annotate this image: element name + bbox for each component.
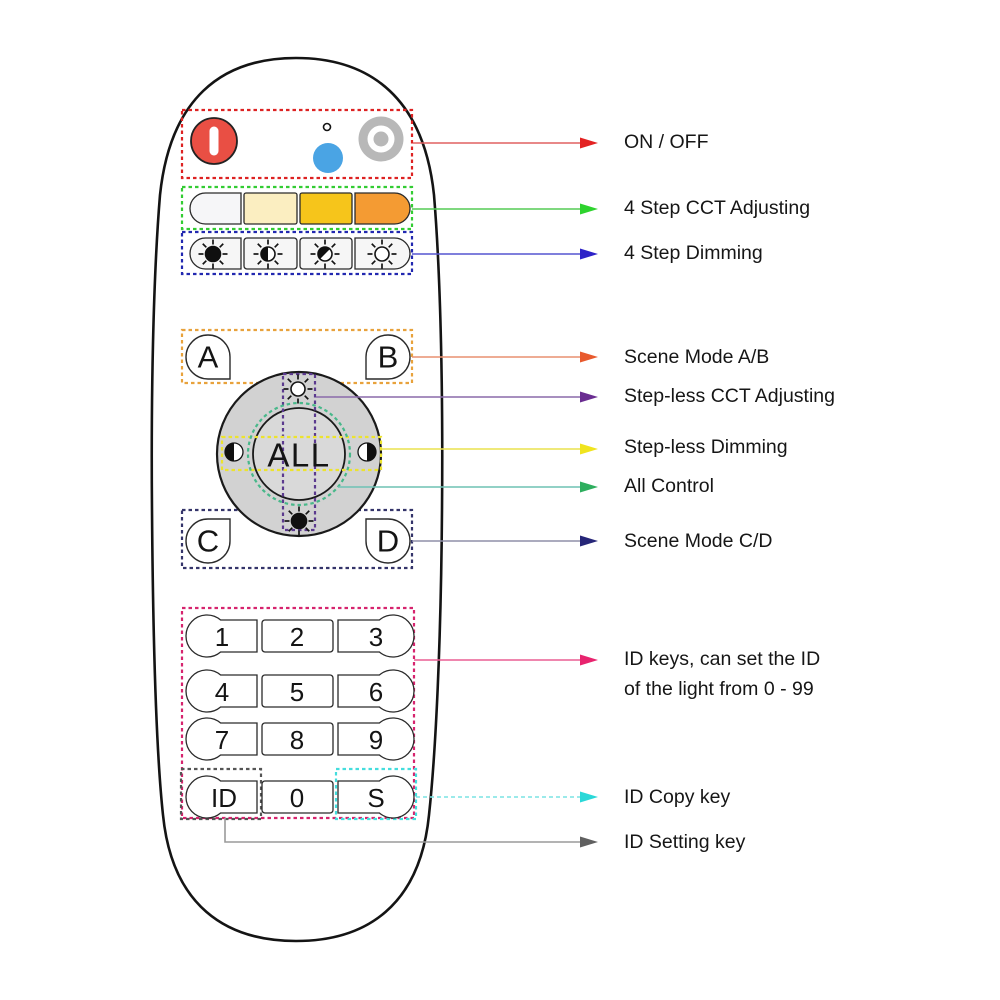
highlight-box-stepless-cct [281, 372, 317, 532]
key-9[interactable] [337, 717, 415, 761]
highlight-box-id-setting [179, 767, 263, 821]
annotation-label-dimming: 4 Step Dimming [624, 242, 763, 265]
highlight-box-stepless-dimming [220, 435, 383, 472]
annotation-label-stepless-dimming: Step-less Dimming [624, 436, 788, 459]
annotation-arrow-scene-ab [580, 351, 598, 363]
all-label: ALL [267, 437, 330, 474]
ring-moon-left-icon [224, 442, 244, 462]
annotation-label-id-setting: ID Setting key [624, 831, 746, 854]
blue-led-button[interactable] [313, 143, 343, 173]
highlight-box-cct [180, 185, 414, 231]
scene-b-label: B [378, 340, 399, 375]
key-6-label: 6 [369, 677, 383, 707]
scene-d-label: D [377, 524, 399, 559]
ring-sun-down-icon [285, 507, 314, 536]
key-4[interactable] [185, 669, 258, 713]
scene-c-label: C [197, 524, 219, 559]
scene-a-button[interactable] [185, 334, 231, 380]
key-8-label: 8 [290, 725, 304, 755]
annotation-arrow-cct [580, 203, 598, 215]
annotation-label-on-off: ON / OFF [624, 131, 709, 154]
cct-step-button-1[interactable] [189, 192, 242, 225]
annotation-arrow-stepless-cct [580, 391, 598, 403]
key-1-label: 1 [215, 622, 229, 652]
power-button[interactable] [190, 117, 238, 165]
key-id[interactable] [185, 775, 258, 819]
status-led-dot [322, 122, 332, 132]
key-2-label: 2 [290, 622, 304, 652]
sun-quarter-icon [311, 240, 340, 269]
annotation-label-stepless-cct: Step-less CCT Adjusting [624, 385, 835, 408]
annotation-label-scene-ab: Scene Mode A/B [624, 346, 770, 369]
annotation-label-id-keys-line2: of the light from 0 - 99 [624, 678, 814, 701]
scene-c-button[interactable] [185, 518, 231, 564]
annotation-arrow-id-keys [580, 654, 598, 666]
annotation-arrow-scene-cd [580, 535, 598, 547]
key-2[interactable] [261, 619, 334, 653]
ring-moon-right-icon [357, 442, 377, 462]
key-0-label: 0 [290, 783, 304, 813]
annotation-arrow-on-off [580, 137, 598, 149]
key-7-label: 7 [215, 725, 229, 755]
highlight-box-dimming [180, 230, 414, 276]
cct-step-button-2[interactable] [243, 192, 298, 225]
annotation-label-all-control: All Control [624, 475, 714, 498]
key-id-label: ID [211, 783, 237, 813]
key-0[interactable] [261, 780, 334, 814]
annotation-arrow-id-copy [580, 791, 598, 803]
highlight-box-on-off [180, 108, 414, 180]
key-4-label: 4 [215, 677, 229, 707]
highlight-circle-all-control [246, 401, 352, 507]
ring-sun-up-icon [284, 375, 313, 404]
target-button[interactable] [358, 116, 404, 162]
annotation-arrow-all-control [580, 481, 598, 493]
sun-half-icon [254, 240, 283, 269]
annotation-label-id-copy: ID Copy key [624, 786, 731, 809]
scene-b-button[interactable] [365, 334, 411, 380]
key-1[interactable] [185, 614, 258, 658]
key-3[interactable] [337, 614, 415, 658]
key-7[interactable] [185, 717, 258, 761]
cct-step-button-4[interactable] [354, 192, 411, 225]
cct-step-button-3[interactable] [299, 192, 353, 225]
sun-filled-icon [199, 240, 228, 269]
key-8[interactable] [261, 722, 334, 756]
scene-d-button[interactable] [365, 518, 411, 564]
key-s-label: S [367, 783, 384, 813]
highlight-box-id-copy [334, 767, 418, 821]
annotation-arrow-id-setting [580, 836, 598, 848]
sun-outline-icon [368, 240, 397, 269]
annotation-label-scene-cd: Scene Mode C/D [624, 530, 773, 553]
key-6[interactable] [337, 669, 415, 713]
annotation-arrow-stepless-dimming [580, 443, 598, 455]
annotation-arrow-dimming [580, 248, 598, 260]
annotation-line-id-setting [224, 818, 581, 843]
annotation-label-id-keys-line1: ID keys, can set the ID [624, 648, 821, 671]
all-button[interactable] [252, 407, 346, 501]
scene-a-label: A [198, 340, 219, 375]
key-s[interactable] [337, 775, 415, 819]
key-5-label: 5 [290, 677, 304, 707]
key-5[interactable] [261, 674, 334, 708]
key-9-label: 9 [369, 725, 383, 755]
annotation-label-cct: 4 Step CCT Adjusting [624, 197, 811, 220]
highlight-box-scene-cd [180, 508, 414, 570]
power-icon [209, 126, 219, 156]
key-3-label: 3 [369, 622, 383, 652]
